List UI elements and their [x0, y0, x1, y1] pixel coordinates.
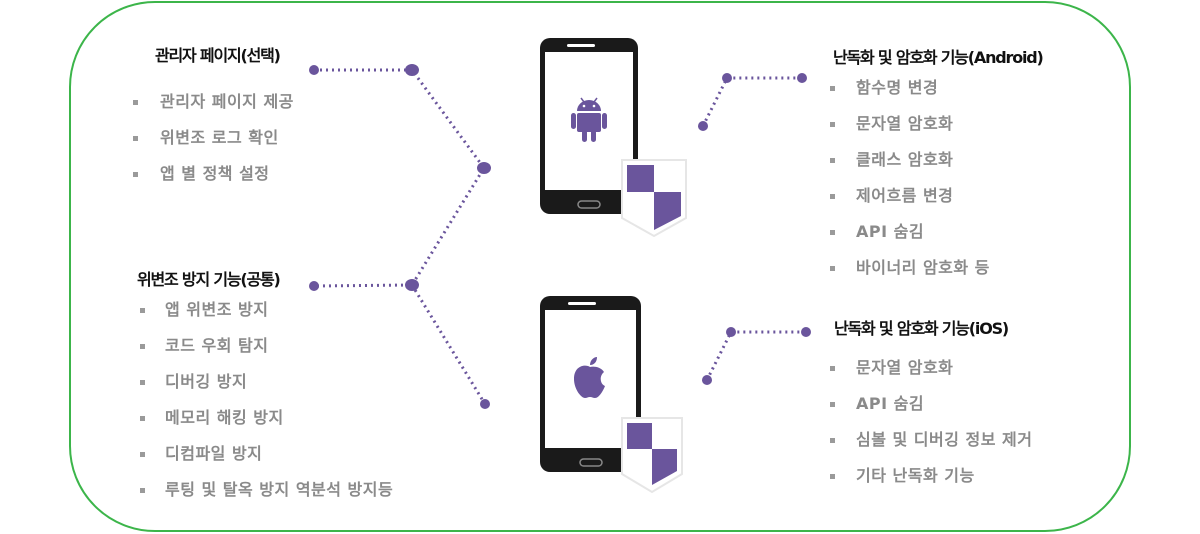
list-item: 제어흐름 변경 [830, 184, 990, 220]
connector-dots [309, 64, 811, 409]
list-item: 앱 위변조 방지 [140, 298, 393, 334]
list-item: 디버깅 방지 [140, 370, 393, 406]
list-item: 앱 별 정책 설정 [133, 162, 294, 198]
list-item: 클래스 암호화 [830, 148, 990, 184]
shield-icon [621, 417, 683, 494]
list-item: 문자열 암호화 [830, 356, 1032, 392]
android-list: 함수명 변경 문자열 암호화 클래스 암호화 제어흐름 변경 API 숨김 바이… [830, 76, 990, 292]
list-item: 코드 우회 탐지 [140, 334, 393, 370]
ios-phone [540, 296, 641, 472]
frame-border [69, 1, 1131, 532]
list-item: 메모리 해킹 방지 [140, 406, 393, 442]
ios-title: 난독화 및 암호화 기능(iOS) [834, 319, 1009, 338]
tamper-title: 위변조 방지 기능(공통) [137, 270, 281, 289]
admin-title: 관리자 페이지(선택) [155, 46, 281, 65]
list-item: 바이너리 암호화 등 [830, 256, 990, 292]
connector-lines [313, 68, 806, 405]
android-icon [571, 97, 607, 142]
android-phone [540, 38, 638, 214]
admin-list: 관리자 페이지 제공 위변조 로그 확인 앱 별 정책 설정 [133, 90, 294, 198]
list-item: 문자열 암호화 [830, 112, 990, 148]
shield-icon [621, 159, 687, 238]
tamper-list: 앱 위변조 방지 코드 우회 탐지 디버깅 방지 메모리 해킹 방지 디컴파일 … [140, 298, 393, 514]
list-item: 관리자 페이지 제공 [133, 90, 294, 126]
list-item: 위변조 로그 확인 [133, 126, 294, 162]
list-item: 디컴파일 방지 [140, 442, 393, 478]
list-item: API 숨김 [830, 220, 990, 256]
list-item: API 숨김 [830, 392, 1032, 428]
list-item: 함수명 변경 [830, 76, 990, 112]
ios-list: 문자열 암호화 API 숨김 심볼 및 디버깅 정보 제거 기타 난독화 기능 [830, 356, 1032, 500]
list-item: 심볼 및 디버깅 정보 제거 [830, 428, 1032, 464]
list-item: 기타 난독화 기능 [830, 464, 1032, 500]
android-title: 난독화 및 암호화 기능(Android) [833, 48, 1044, 67]
apple-icon [574, 357, 605, 398]
list-item: 루팅 및 탈옥 방지 역분석 방지등 [140, 478, 393, 514]
